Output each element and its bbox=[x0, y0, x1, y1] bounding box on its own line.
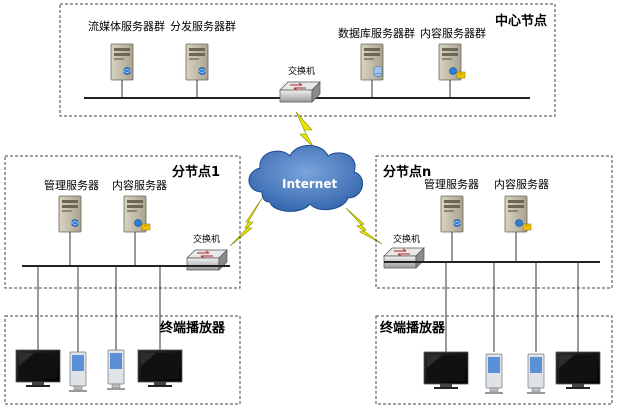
center-node-title: 中心节点 bbox=[495, 13, 547, 29]
center-switch-icon bbox=[279, 81, 321, 103]
branch-right-content-server-icon bbox=[504, 195, 532, 233]
internet-label: Internet bbox=[282, 177, 337, 191]
branch-left-content-server-icon bbox=[123, 195, 151, 233]
streaming-server-label: 流媒体服务器群 bbox=[88, 19, 165, 33]
content-server-icon bbox=[438, 43, 466, 81]
distribution-server-label: 分发服务器群 bbox=[170, 19, 236, 33]
branch-left-box bbox=[4, 155, 241, 289]
terminal-left-kiosk-2-icon bbox=[106, 349, 126, 391]
lightning-left-icon bbox=[229, 197, 263, 247]
branch-left-mgmt-label: 管理服务器 bbox=[44, 178, 99, 192]
terminal-left-monitor-2-icon bbox=[137, 349, 183, 388]
terminal-right-monitor-2-icon bbox=[555, 351, 601, 390]
branch-left-switch-label: 交换机 bbox=[193, 233, 220, 245]
terminal-right-monitor-1-icon bbox=[423, 351, 469, 390]
content-server-label: 内容服务器群 bbox=[420, 26, 486, 40]
terminal-left-kiosk-1-icon bbox=[68, 351, 88, 393]
database-server-icon bbox=[360, 43, 384, 81]
streaming-server-icon bbox=[110, 43, 134, 81]
branch-right-switch-icon bbox=[383, 247, 425, 269]
terminal-left-monitor-1-icon bbox=[15, 349, 61, 388]
branch-right-title: 分节点n bbox=[383, 164, 431, 180]
database-server-label: 数据库服务器群 bbox=[338, 26, 415, 40]
center-switch-label: 交换机 bbox=[288, 65, 315, 77]
terminal-right-kiosk-2-icon bbox=[526, 353, 546, 395]
center-node-box bbox=[59, 3, 556, 117]
terminal-left-title: 终端播放器 bbox=[160, 320, 226, 336]
branch-left-mgmt-server-icon bbox=[58, 195, 82, 233]
lightning-right-icon bbox=[345, 207, 383, 245]
terminal-left-box bbox=[4, 315, 241, 405]
branch-right-mgmt-server-icon bbox=[440, 195, 464, 233]
terminal-right-title: 终端播放器 bbox=[380, 320, 446, 336]
branch-right-content-label: 内容服务器 bbox=[494, 177, 549, 191]
lightning-center-icon bbox=[295, 111, 315, 149]
branch-right-mgmt-label: 管理服务器 bbox=[424, 177, 479, 191]
branch-left-content-label: 内容服务器 bbox=[112, 178, 167, 192]
branch-left-title: 分节点1 bbox=[172, 164, 220, 180]
internet-cloud-icon bbox=[248, 145, 363, 212]
branch-right-switch-label: 交换机 bbox=[393, 233, 420, 245]
distribution-server-icon bbox=[185, 43, 209, 81]
terminal-right-kiosk-1-icon bbox=[484, 353, 504, 395]
